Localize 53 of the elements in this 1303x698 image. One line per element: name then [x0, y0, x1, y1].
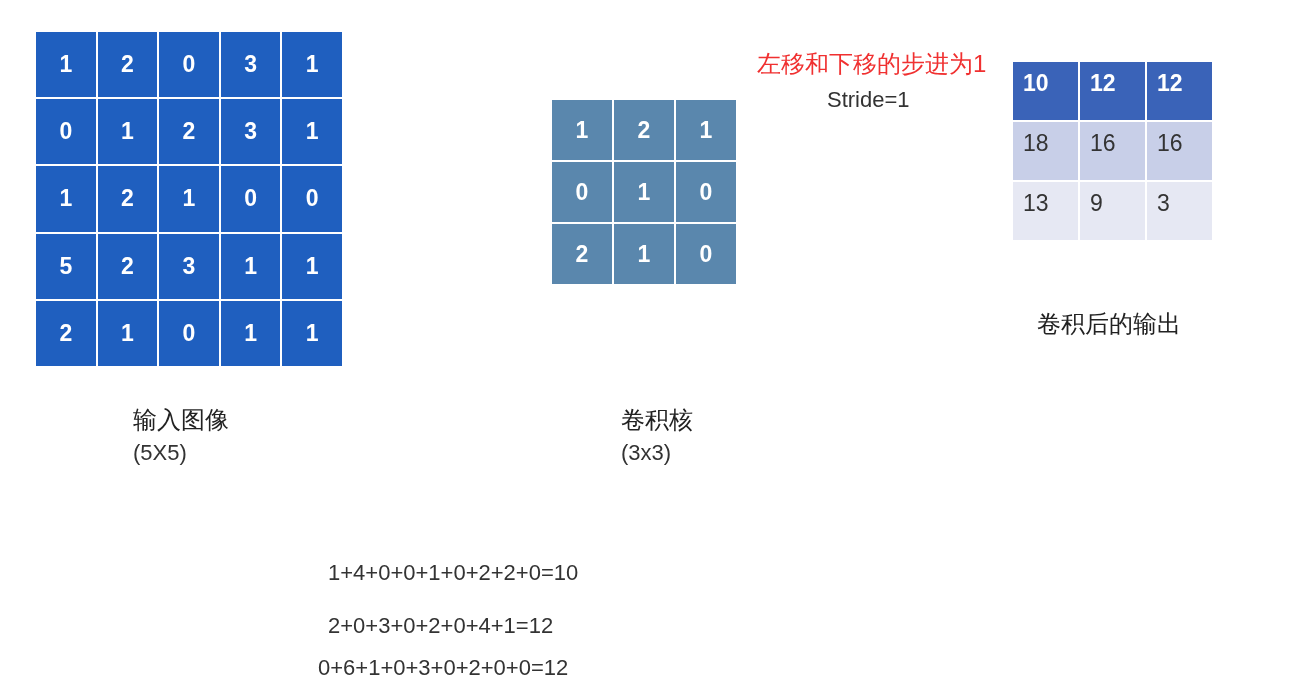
stride-label: Stride=1	[827, 87, 910, 113]
matrix-cell: 2	[96, 165, 159, 233]
matrix-cell: 1	[219, 299, 282, 367]
matrix-cell: 0	[675, 223, 737, 285]
matrix-cell: 18	[1012, 121, 1079, 181]
matrix-cell: 1	[281, 232, 343, 300]
matrix-cell: 3	[158, 232, 220, 300]
matrix-cell: 1	[281, 98, 343, 166]
matrix-cell: 5	[35, 232, 97, 300]
matrix-cell: 3	[219, 31, 282, 99]
matrix-cell: 0	[219, 165, 282, 233]
matrix-cell: 1	[675, 99, 737, 161]
matrix-cell: 1	[219, 232, 282, 300]
matrix-cell: 0	[281, 165, 343, 233]
matrix-cell: 1	[158, 165, 220, 233]
equation-text: 1+4+0+0+1+0+2+2+0=10	[328, 560, 579, 586]
matrix-cell: 1	[613, 223, 675, 285]
matrix-cell: 10	[1012, 61, 1079, 121]
matrix-cell: 1	[613, 161, 675, 223]
matrix-cell: 1	[35, 165, 97, 233]
caption: 输入图像	[133, 405, 229, 435]
matrix-cell: 0	[158, 31, 220, 99]
matrix-cell: 12	[1079, 61, 1146, 121]
matrix-cell: 9	[1079, 181, 1146, 241]
matrix-cell: 2	[35, 299, 97, 367]
note-text: 左移和下移的步进为1	[757, 49, 987, 79]
matrix-cell: 1	[96, 299, 159, 367]
matrix-cell: 0	[675, 161, 737, 223]
matrix-cell: 12	[1146, 61, 1213, 121]
matrix-cell: 16	[1079, 121, 1146, 181]
matrix-cell: 2	[96, 232, 159, 300]
matrix-cell: 16	[1146, 121, 1213, 181]
matrix-cell: 1	[35, 31, 97, 99]
matrix-cell: 3	[219, 98, 282, 166]
matrix-cell: 2	[613, 99, 675, 161]
matrix-cell: 2	[158, 98, 220, 166]
matrix-cell: 3	[1146, 181, 1213, 241]
matrix-cell: 2	[96, 31, 159, 99]
caption: (3x3)	[621, 440, 672, 466]
equation-text: 0+6+1+0+3+0+2+0+0=12	[318, 655, 569, 681]
caption: 卷积核	[621, 405, 693, 435]
caption: 卷积后的输出	[1037, 309, 1181, 339]
matrix-cell: 0	[35, 98, 97, 166]
equation-text: 2+0+3+0+2+0+4+1=12	[328, 613, 554, 639]
matrix-cell: 0	[158, 299, 220, 367]
matrix-cell: 1	[551, 99, 613, 161]
matrix-cell: 13	[1012, 181, 1079, 241]
caption: (5X5)	[133, 440, 187, 466]
matrix-cell: 2	[551, 223, 613, 285]
matrix-cell: 0	[551, 161, 613, 223]
matrix-cell: 1	[281, 31, 343, 99]
matrix-cell: 1	[281, 299, 343, 367]
matrix-cell: 1	[96, 98, 159, 166]
